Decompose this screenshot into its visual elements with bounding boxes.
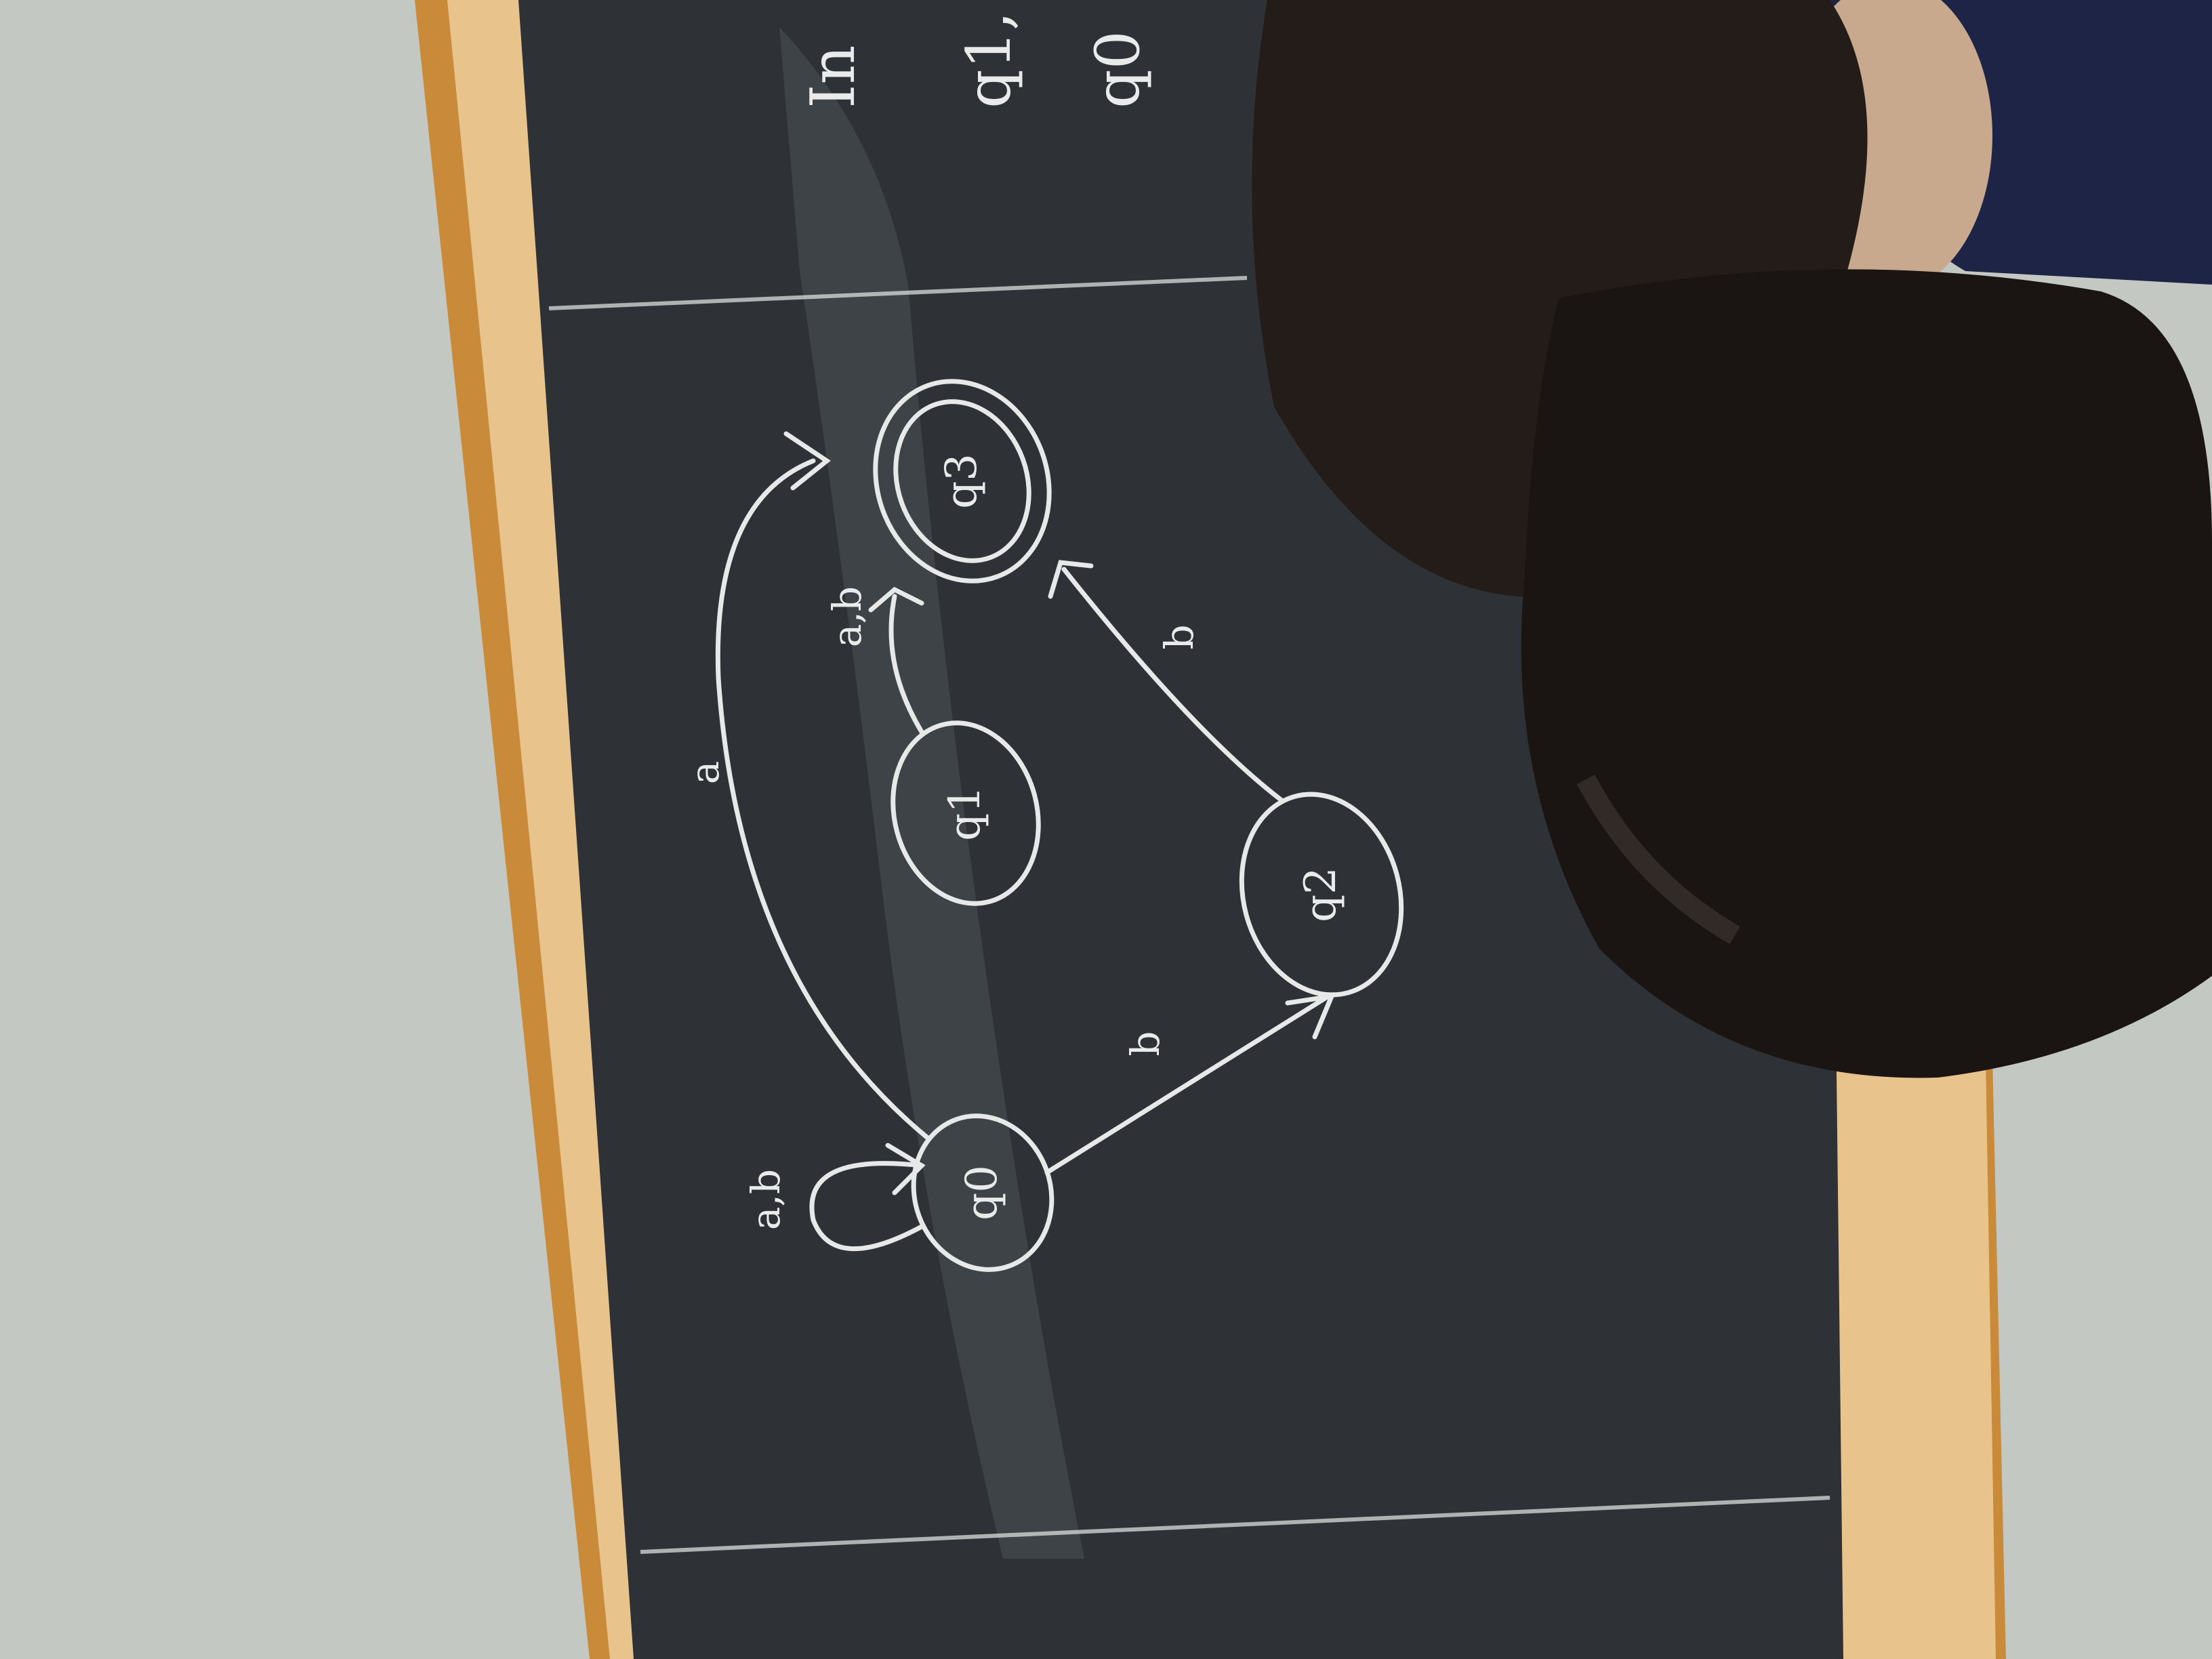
label-q0-q2: b (1122, 1031, 1168, 1056)
automaton-diagram (715, 379, 1404, 1272)
state-q3-inner (893, 399, 1031, 563)
arrowhead-q0-q2 (1285, 993, 1336, 1040)
state-q2 (1239, 792, 1404, 998)
arrowhead-q0-loop (885, 1143, 926, 1195)
state-q0 (911, 1113, 1054, 1272)
state-q3-label: q3 (937, 453, 987, 509)
arrowhead-q1-q3 (868, 586, 924, 613)
edge-q0-q3 (715, 458, 931, 1141)
state-labels: q3 q1 q2 q0 (937, 453, 1346, 1221)
chalk-smudge (779, 27, 1084, 1559)
edge-q0-q2 (1044, 994, 1331, 1175)
edge-q0-self-loop (809, 1161, 924, 1252)
edge-q2-q3 (1061, 567, 1284, 802)
label-q0-q3: a (682, 761, 728, 785)
divider-top (548, 276, 1248, 310)
state-q3-outer (873, 379, 1052, 583)
state-q1-label: q1 (940, 785, 990, 841)
transition-labels: a,b a b a,b b (682, 586, 1202, 1230)
top-panel-line-1: In (798, 45, 869, 108)
label-q0-loop: a,b (743, 1169, 789, 1230)
label-q1-q3: a,b (824, 586, 870, 647)
arrowhead-q0-q3 (783, 431, 831, 491)
hair-highlight (1576, 774, 1740, 945)
top-panel-line-3: q0 (1082, 30, 1153, 108)
state-q0-label: q0 (957, 1165, 1007, 1221)
top-panel-text: In q1, q0 (798, 12, 1153, 108)
top-panel-line-2: q1, (954, 12, 1025, 108)
state-q2-label: q2 (1296, 867, 1346, 922)
divider-bottom (640, 1496, 1830, 1554)
arrowhead-q2-q3 (1048, 560, 1094, 599)
person-foreground (1252, 0, 2212, 1078)
edge-q1-q3 (888, 594, 924, 735)
hair-lower (1521, 269, 2212, 1078)
label-q2-q3: b (1156, 624, 1202, 649)
state-q1 (890, 720, 1041, 906)
